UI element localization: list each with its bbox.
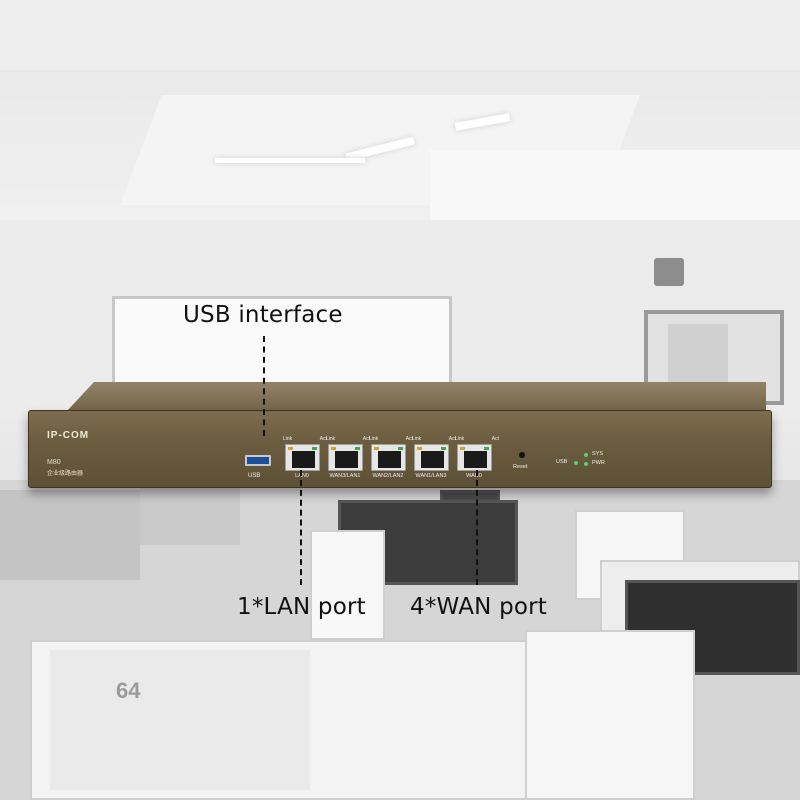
port-led-labels: Link Act bbox=[369, 436, 413, 442]
usb-port[interactable] bbox=[245, 455, 271, 466]
ethernet-port-wan0[interactable] bbox=[457, 444, 492, 471]
act-label: Act bbox=[448, 436, 456, 442]
pwr-led-label: PWR bbox=[592, 460, 605, 466]
act-label: Act bbox=[405, 436, 413, 442]
rj45-socket bbox=[378, 451, 401, 468]
rj45-socket bbox=[335, 451, 358, 468]
ceiling-lamp bbox=[215, 158, 365, 163]
ceiling bbox=[0, 0, 800, 70]
link-label: Link bbox=[455, 436, 465, 442]
link-label: Link bbox=[283, 436, 293, 442]
usb-interface-callout: USB interface bbox=[183, 302, 343, 328]
wan-port-callout: 4*WAN port bbox=[410, 594, 548, 620]
act-led bbox=[441, 447, 446, 450]
router-top-cover bbox=[66, 382, 766, 412]
port-led-labels: Link Act bbox=[326, 436, 370, 442]
ethernet-port-wan1-lan3[interactable] bbox=[414, 444, 449, 471]
lan-callout-line bbox=[300, 470, 302, 585]
usb-led-label: USB bbox=[556, 459, 568, 465]
lan-port-callout: 1*LAN port bbox=[237, 594, 366, 620]
act-led bbox=[312, 447, 317, 450]
port-label: WAN3/LAN1 bbox=[329, 473, 361, 479]
port-label: WAN0 bbox=[466, 473, 482, 479]
rj45-socket bbox=[292, 451, 315, 468]
desk-number: 64 bbox=[116, 678, 141, 703]
act-led bbox=[484, 447, 489, 450]
act-label: Act bbox=[491, 436, 499, 442]
link-led bbox=[460, 447, 465, 450]
desk-divider bbox=[310, 530, 385, 640]
sys-led bbox=[584, 453, 588, 457]
ceiling-panel bbox=[430, 150, 800, 220]
model-label: M80 bbox=[47, 459, 61, 466]
act-label: Act bbox=[362, 436, 370, 442]
ethernet-port-wan3-lan1[interactable] bbox=[328, 444, 363, 471]
monitor bbox=[625, 580, 800, 675]
pwr-led bbox=[584, 462, 588, 466]
link-label: Link bbox=[326, 436, 336, 442]
cubicle-partition bbox=[0, 490, 140, 580]
act-label: Act bbox=[319, 436, 327, 442]
port-label: WAN1/LAN3 bbox=[415, 473, 447, 479]
link-led bbox=[374, 447, 379, 450]
ethernet-port-lan0[interactable] bbox=[285, 444, 320, 471]
rj45-socket bbox=[464, 451, 487, 468]
sys-led-label: SYS bbox=[592, 451, 604, 457]
port-led-labels: Link Act bbox=[455, 436, 499, 442]
act-led bbox=[398, 447, 403, 450]
desk-top bbox=[50, 650, 310, 790]
link-led bbox=[417, 447, 422, 450]
wall-speaker bbox=[654, 258, 684, 286]
port-label: WAN2/LAN2 bbox=[372, 473, 404, 479]
port-led-labels: Link Act bbox=[283, 436, 327, 442]
link-led bbox=[288, 447, 293, 450]
whiteboard bbox=[112, 296, 452, 386]
usb-led bbox=[574, 461, 578, 465]
brand-logo: IP-COM bbox=[47, 430, 90, 441]
desk bbox=[525, 630, 695, 800]
wan-callout-line bbox=[476, 470, 478, 585]
act-led bbox=[355, 447, 360, 450]
link-label: Link bbox=[412, 436, 422, 442]
rj45-socket bbox=[421, 451, 444, 468]
link-led bbox=[331, 447, 336, 450]
router-front-panel: IP-COM M80 企业级路由器 USB Link Act LAN0 Link… bbox=[28, 410, 772, 488]
link-label: Link bbox=[369, 436, 379, 442]
ethernet-port-wan2-lan2[interactable] bbox=[371, 444, 406, 471]
reset-label: Reset bbox=[513, 464, 528, 470]
usb-port-label: USB bbox=[248, 473, 261, 479]
usb-callout-line bbox=[263, 336, 265, 436]
model-subtitle: 企业级路由器 bbox=[47, 471, 84, 477]
reset-button[interactable] bbox=[519, 452, 525, 458]
port-led-labels: Link Act bbox=[412, 436, 456, 442]
cubicle-partition bbox=[140, 485, 240, 545]
